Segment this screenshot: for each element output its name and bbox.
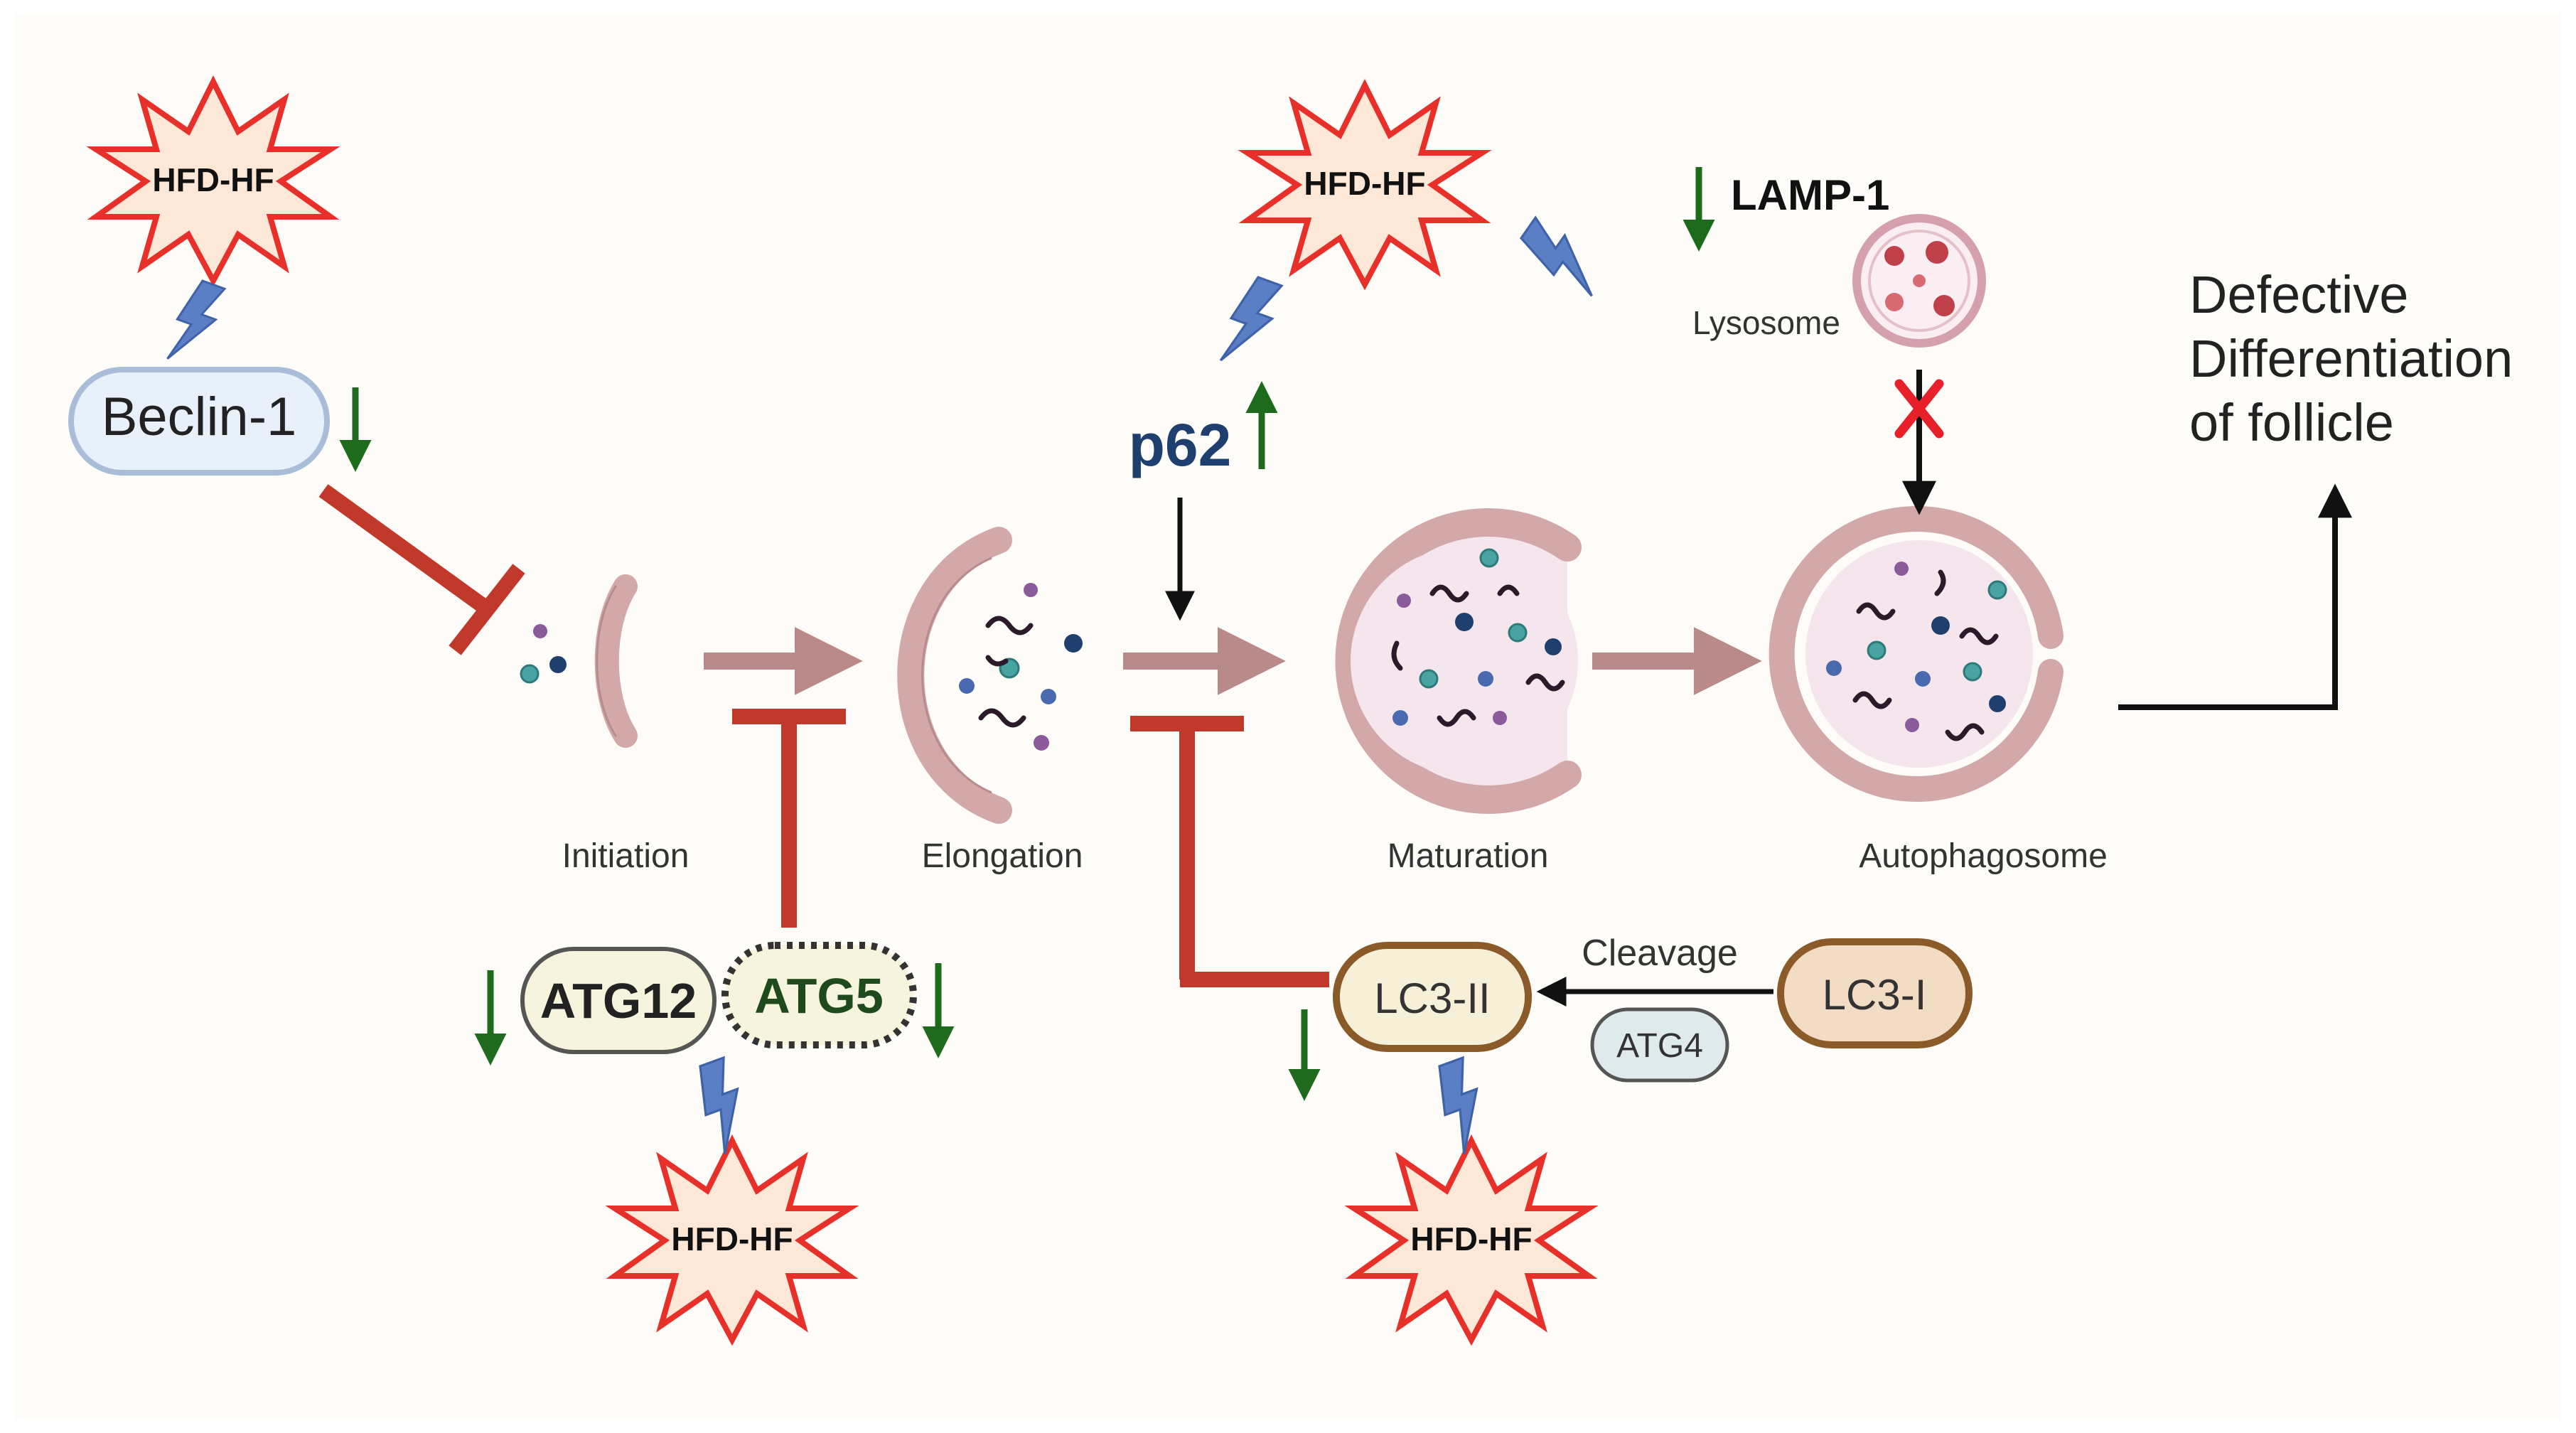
hfd-hf-label: HFD-HF: [1410, 1220, 1532, 1257]
background-panel: [14, 14, 2562, 1419]
atg4-label: ATG4: [1616, 1027, 1703, 1065]
lc3-i-node: LC3-I: [1777, 938, 1973, 1048]
lysosome-label: Lysosome: [1692, 304, 1840, 341]
lc3-ii-label: LC3-II: [1374, 975, 1490, 1022]
maturation-label: Maturation: [1388, 837, 1549, 875]
outcome-label-line2: Differentiation: [2189, 329, 2513, 388]
outcome-label-line3: of follicle: [2189, 393, 2394, 452]
lc3-ii-node: LC3-II: [1333, 942, 1532, 1052]
lamp-1-label: LAMP-1: [1731, 171, 1889, 219]
elongation-phagophore: [897, 527, 1083, 824]
autophagosome-vesicle: [1769, 506, 2064, 802]
lc3-inhibition: [1130, 716, 1329, 987]
atg5-node: ATG5: [721, 942, 917, 1048]
cleavage-label: Cleavage: [1582, 933, 1738, 974]
autophagosome-label: Autophagosome: [1859, 837, 2108, 875]
elongation-label: Elongation: [922, 837, 1083, 875]
maturation-vesicle: [1335, 508, 1582, 814]
atg5-label: ATG5: [754, 968, 884, 1024]
atg-inhibition: [732, 709, 846, 928]
lysosome: [1852, 214, 1986, 348]
hfd-hf-starburst-1: HFD-HF: [86, 75, 340, 287]
hfd-hf-starburst-4: HFD-HF: [1344, 1134, 1599, 1346]
beclin-inhibition: [318, 484, 525, 655]
atg12-node: ATG12: [520, 947, 717, 1054]
atg4-node: ATG4: [1590, 1007, 1729, 1083]
atg12-label: ATG12: [540, 973, 697, 1029]
p62-label: p62: [1129, 412, 1232, 478]
initiation-phagophore: [520, 574, 638, 748]
hfd-hf-starburst-3: HFD-HF: [605, 1134, 859, 1346]
hfd-hf-label: HFD-HF: [152, 161, 274, 198]
beclin-1-label: Beclin-1: [102, 387, 297, 447]
outcome-arrow: [2118, 483, 2352, 710]
hfd-hf-starburst-2: HFD-HF: [1238, 79, 1492, 291]
hfd-hf-label: HFD-HF: [1304, 165, 1425, 202]
blocked-x-icon: [1894, 379, 1944, 439]
beclin-1-node: Beclin-1: [68, 367, 330, 476]
hfd-hf-label: HFD-HF: [671, 1220, 793, 1257]
outcome-label-line1: Defective: [2189, 265, 2408, 324]
initiation-label: Initiation: [562, 837, 689, 875]
lc3-i-label: LC3-I: [1823, 971, 1927, 1019]
